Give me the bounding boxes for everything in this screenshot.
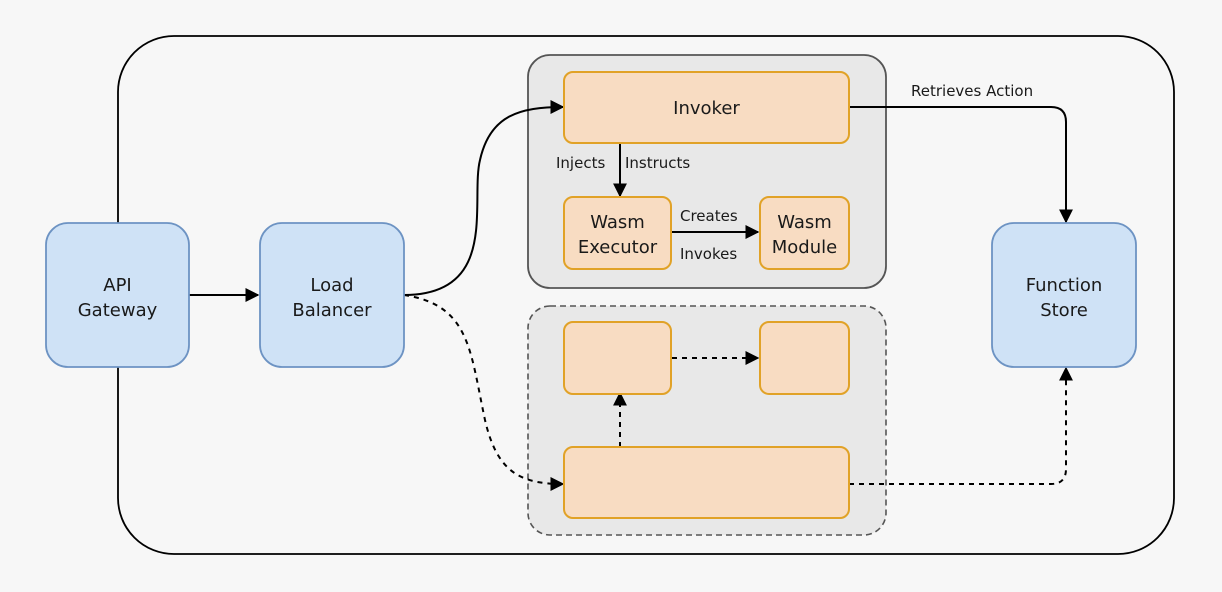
wasm-executor-node xyxy=(563,196,672,270)
inactive-executor-node xyxy=(563,321,672,395)
wasm-module-label-line1: Wasm xyxy=(777,212,832,233)
inactive-invoker-node xyxy=(563,446,850,519)
load-balancer-label-line2: Balancer xyxy=(292,300,372,321)
api-gateway-label-line1: API xyxy=(103,275,131,296)
api-gateway-node xyxy=(45,222,190,368)
wasm-executor-label-line2: Executor xyxy=(578,237,658,258)
load-balancer-label-line1: Load xyxy=(310,275,353,296)
edge-label-injects: Injects xyxy=(556,154,605,172)
edge-inactive-invoker-to-function-store xyxy=(849,366,1073,485)
edge-label-creates: Creates xyxy=(680,207,738,225)
function-store-label-line1: Function xyxy=(1026,275,1103,296)
edge-load-balancer-to-inactive-invoker xyxy=(403,294,565,491)
edge-invoker-to-function-store xyxy=(849,106,1073,224)
wasm-module-node xyxy=(759,196,850,270)
edge-label-retrieves-action: Retrieves Action xyxy=(911,82,1033,100)
invoker-node xyxy=(563,71,850,144)
edge-label-instructs: Instructs xyxy=(625,154,690,172)
inactive-module-node xyxy=(759,321,850,395)
edge-load-balancer-to-invoker xyxy=(403,100,565,296)
invoker-label: Invoker xyxy=(673,98,740,119)
edge-label-invokes: Invokes xyxy=(680,245,737,263)
load-balancer-node xyxy=(259,222,405,368)
function-store-label-line2: Store xyxy=(1040,300,1088,321)
wasm-executor-label-line1: Wasm xyxy=(590,212,645,233)
wasm-module-label-line2: Module xyxy=(772,237,837,258)
function-store-node xyxy=(991,222,1137,368)
api-gateway-label-line2: Gateway xyxy=(78,300,158,321)
